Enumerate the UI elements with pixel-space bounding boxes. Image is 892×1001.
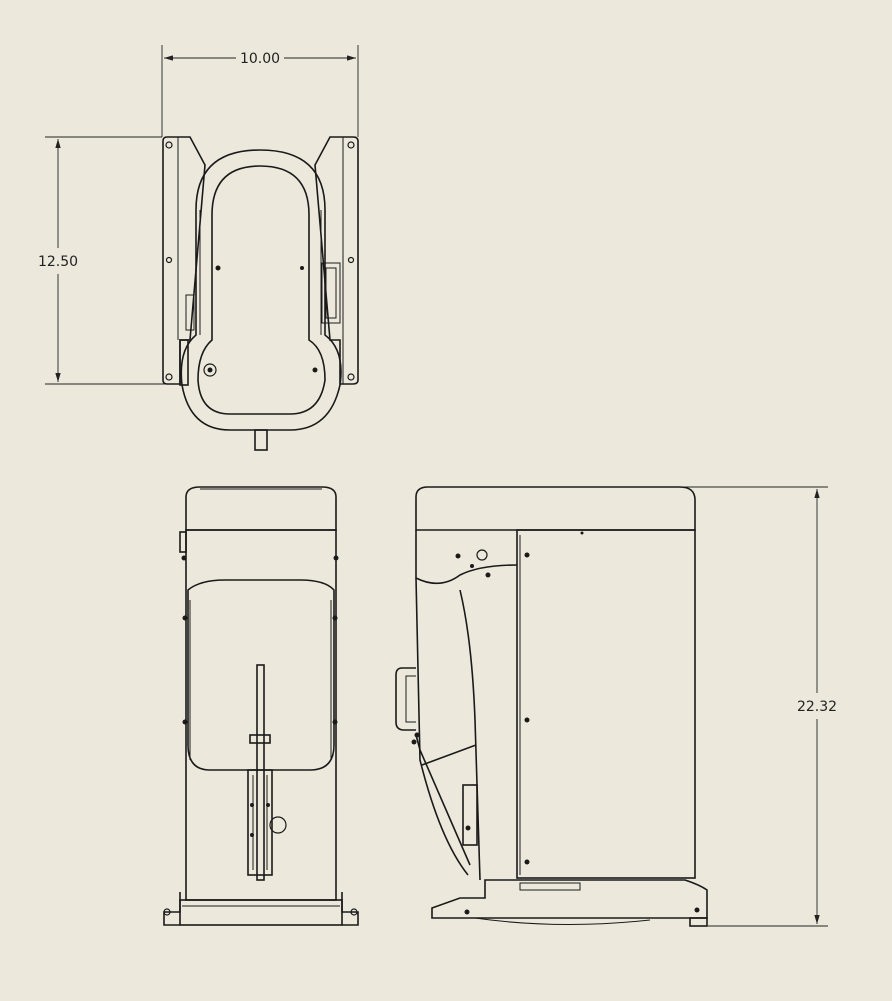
depth-dimension-label: 12.50: [38, 254, 78, 270]
top-view: [162, 136, 359, 451]
width-dimension-label: 10.00: [240, 51, 280, 67]
depth-dimension: 12.50: [38, 136, 170, 385]
side-view: [395, 486, 708, 927]
height-dimension: 22.32: [585, 486, 837, 927]
front-view: [163, 486, 359, 926]
height-dimension-label: 22.32: [797, 699, 837, 715]
width-dimension: 10.00: [161, 45, 359, 137]
